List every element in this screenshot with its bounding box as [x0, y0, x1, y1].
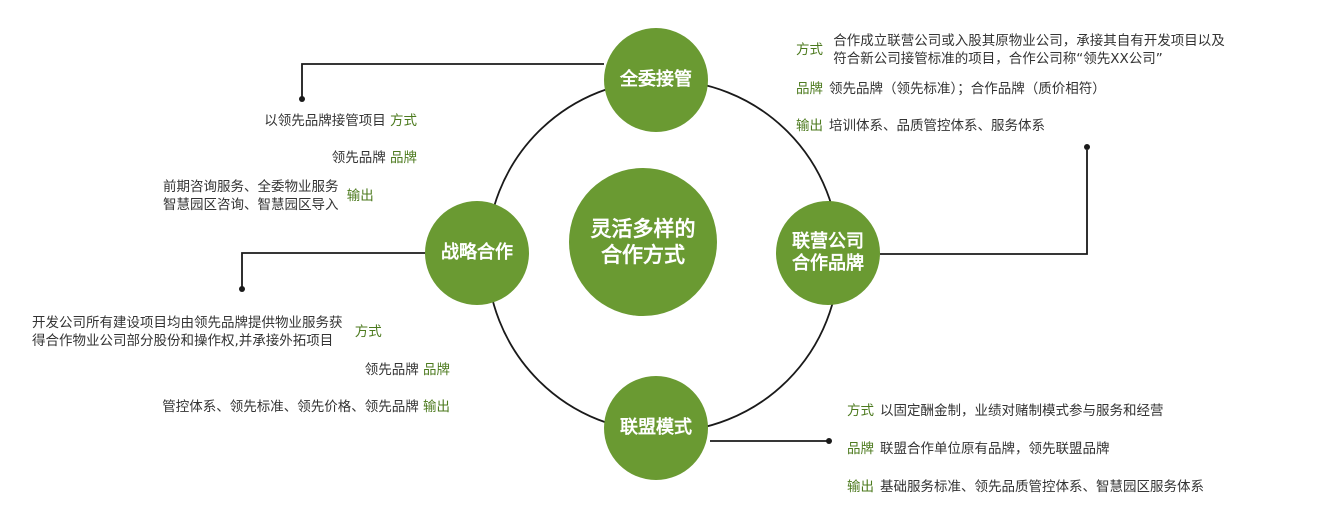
leader-strategic [241, 252, 430, 287]
leader-dot [299, 96, 305, 102]
node-alliance: 联盟模式 [604, 376, 708, 480]
brand-label: 品牌 [390, 150, 417, 166]
method-label: 方式 [796, 42, 823, 58]
node-full-entrust-label: 全委接管 [620, 68, 692, 90]
full-entrust-method-text: 以领先品牌接管项目 [264, 113, 386, 129]
node-joint-venture-line2: 合作品牌 [792, 253, 864, 274]
alliance-method: 方式以固定酬金制，业绩对赌制模式参与服务和经营 [847, 402, 1164, 420]
alliance-output: 输出基础服务标准、领先品质管控体系、智慧园区服务体系 [847, 478, 1204, 496]
method-label: 方式 [847, 403, 874, 419]
brand-label: 品牌 [847, 441, 874, 457]
joint-venture-method-line2: 符合新公司接管标准的项目，合作公司称“领先XX公司” [833, 51, 1163, 67]
node-full-entrust: 全委接管 [604, 28, 708, 132]
method-label: 方式 [390, 113, 417, 129]
node-strategic: 战略合作 [425, 201, 529, 305]
joint-venture-brand: 品牌领先品牌（领先标准）；合作品牌（质价相符） [796, 80, 1106, 98]
output-label: 输出 [423, 399, 450, 415]
leader-joint-venture [880, 150, 1088, 255]
strategic-output-text: 管控体系、领先标准、领先价格、领先品牌 [162, 399, 419, 415]
leader-dot [826, 438, 832, 444]
output-label: 输出 [847, 479, 874, 495]
strategic-method: 开发公司所有建设项目均由领先品牌提供物业服务获 得合作物业公司部分股份和操作权,… [32, 314, 382, 350]
strategic-method-line1: 开发公司所有建设项目均由领先品牌提供物业服务获 [32, 315, 343, 331]
node-joint-venture: 联营公司 合作品牌 [776, 201, 880, 305]
alliance-method-text: 以固定酬金制，业绩对赌制模式参与服务和经营 [880, 403, 1164, 419]
leader-dot [239, 286, 245, 292]
alliance-brand: 品牌联盟合作单位原有品牌，领先联盟品牌 [847, 440, 1110, 458]
joint-venture-brand-text: 领先品牌（领先标准）；合作品牌（质价相符） [829, 81, 1106, 97]
strategic-output: 管控体系、领先标准、领先价格、领先品牌 输出 [162, 398, 450, 416]
joint-venture-method: 方式 合作成立联营公司或入股其原物业公司，承接其自有开发项目以及 符合新公司接管… [796, 32, 1225, 68]
strategic-brand: 领先品牌 品牌 [365, 361, 450, 379]
joint-venture-output-text: 培训体系、品质管控体系、服务体系 [829, 118, 1045, 134]
center-title-line2: 合作方式 [601, 243, 685, 267]
alliance-brand-text: 联盟合作单位原有品牌，领先联盟品牌 [880, 441, 1110, 457]
full-entrust-output-line2: 智慧园区咨询、智慧园区导入 [163, 197, 339, 213]
brand-label: 品牌 [796, 81, 823, 97]
full-entrust-output: 前期咨询服务、全委物业服务 智慧园区咨询、智慧园区导入 输出 [163, 178, 374, 214]
leader-full-entrust [301, 63, 604, 97]
node-strategic-label: 战略合作 [441, 241, 513, 263]
output-label: 输出 [796, 118, 823, 134]
full-entrust-method: 以领先品牌接管项目 方式 [264, 112, 417, 130]
node-joint-venture-line1: 联营公司 [792, 230, 864, 252]
alliance-output-text: 基础服务标准、领先品质管控体系、智慧园区服务体系 [880, 479, 1204, 495]
strategic-brand-text: 领先品牌 [364, 362, 419, 378]
strategic-method-line2: 得合作物业公司部分股份和操作权,并承接外拓项目 [32, 333, 334, 349]
output-label: 输出 [346, 188, 374, 204]
center-title-line1: 灵活多样的 [590, 216, 696, 241]
joint-venture-method-line1: 合作成立联营公司或入股其原物业公司，承接其自有开发项目以及 [833, 33, 1225, 49]
leader-dot [1084, 144, 1090, 150]
node-alliance-label: 联盟模式 [620, 416, 692, 438]
method-label: 方式 [354, 324, 382, 340]
full-entrust-brand: 领先品牌 品牌 [332, 149, 417, 167]
full-entrust-output-line1: 前期咨询服务、全委物业服务 [163, 179, 339, 195]
full-entrust-brand-text: 领先品牌 [331, 150, 386, 166]
center-circle: 灵活多样的 合作方式 [569, 168, 717, 316]
joint-venture-output: 输出培训体系、品质管控体系、服务体系 [796, 117, 1045, 135]
brand-label: 品牌 [423, 362, 450, 378]
